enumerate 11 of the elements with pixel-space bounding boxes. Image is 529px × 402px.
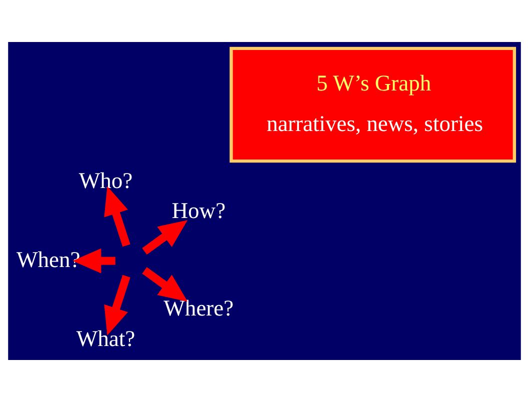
node-text: Who? — [78, 168, 133, 193]
node-text: What? — [76, 326, 136, 351]
node-text: When? — [16, 246, 80, 272]
node-text: How? — [172, 198, 226, 223]
arrow — [72, 248, 116, 274]
arrow — [142, 220, 188, 255]
node-box: 5 W’s Graph narratives, news, stories — [230, 46, 516, 163]
arrow — [104, 274, 130, 336]
arrow — [142, 267, 188, 302]
node-text: Where? — [164, 296, 234, 321]
arrow — [104, 186, 130, 247]
